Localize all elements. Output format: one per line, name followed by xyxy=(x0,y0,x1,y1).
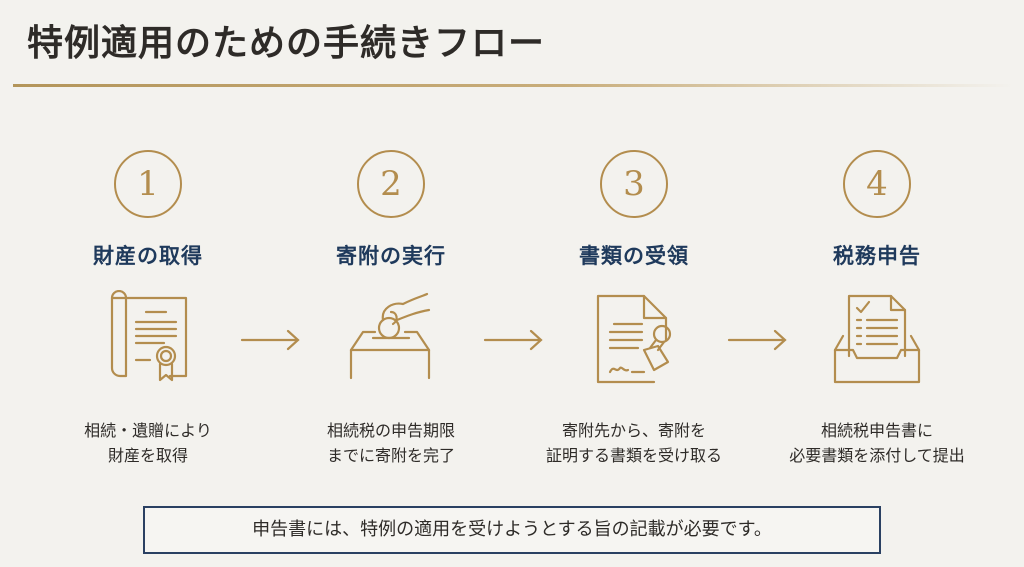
step-number: 2 xyxy=(357,150,425,218)
step-desc-line: 財産を取得 xyxy=(107,446,188,465)
document-tray-icon xyxy=(757,290,997,390)
step-desc-line: までに寄附を完了 xyxy=(326,446,455,465)
step-desc-line: 証明する書類を受け取る xyxy=(545,446,722,465)
step-2: 2 寄附の実行 相続税の申告期限までに寄附を完了 xyxy=(271,150,511,468)
step-desc-line: 相続・遺贈により xyxy=(84,421,212,440)
page-title: 特例適用のための手続きフロー xyxy=(27,23,546,64)
step-desc-line: 寄附先から、寄附を xyxy=(561,421,706,440)
donation-box-icon xyxy=(271,290,511,390)
arrow-right-icon xyxy=(727,329,787,351)
step-title: 寄附の実行 xyxy=(336,244,446,268)
note-box: 申告書には、特例の適用を受けようとする旨の記載が必要です。 xyxy=(143,506,881,554)
title-divider xyxy=(13,84,1013,87)
arrow-right-icon xyxy=(240,329,300,351)
step-desc-line: 相続税申告書に xyxy=(820,421,933,440)
step-1: 1 財産の取得 相続・遺贈により財産を取得 xyxy=(28,150,268,468)
step-number: 4 xyxy=(843,150,911,218)
step-desc-line: 必要書類を添付して提出 xyxy=(789,446,965,465)
step-3: 3 書類の受領 寄附先から、寄附を証明する書類を受け取る xyxy=(514,150,754,468)
certificate-icon xyxy=(28,289,268,390)
step-4: 4 税務申告 相続税申告書に必要書類を添付して提出 xyxy=(757,150,997,468)
stamped-document-icon xyxy=(514,290,754,390)
step-title: 書類の受領 xyxy=(579,244,689,268)
step-number: 1 xyxy=(114,150,182,218)
step-title: 税務申告 xyxy=(833,244,921,268)
arrow-right-icon xyxy=(483,329,543,351)
step-number: 3 xyxy=(600,150,668,218)
step-desc-line: 相続税の申告期限 xyxy=(326,421,455,440)
step-title: 財産の取得 xyxy=(93,244,203,268)
